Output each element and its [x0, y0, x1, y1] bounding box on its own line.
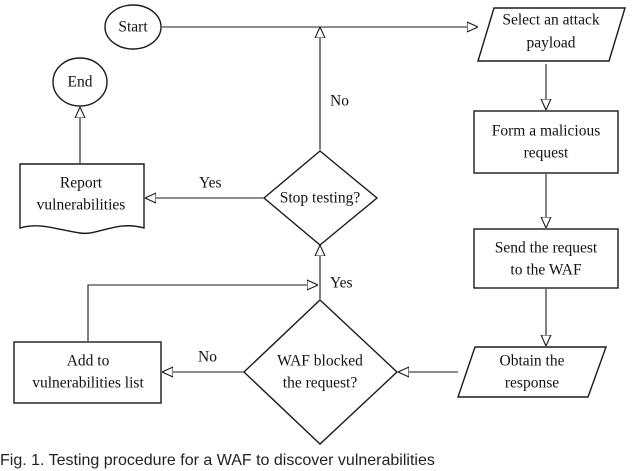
waf-blocked-label-1: WAF blocked	[277, 353, 363, 370]
send-request-node: Send the request to the WAF	[473, 228, 619, 289]
report-label-2: vulnerabilities	[37, 197, 126, 214]
edge-label-stop-yes: Yes	[199, 175, 222, 192]
edge-label-waf-yes: Yes	[330, 275, 353, 292]
form-request-label-2: request	[524, 145, 569, 162]
obtain-response-label-2: response	[505, 375, 559, 392]
send-request-label-1: Send the request	[495, 240, 598, 257]
select-payload-label-1: Select an attack	[502, 12, 600, 29]
form-request-node: Form a malicious request	[473, 110, 619, 174]
end-node: End	[52, 57, 108, 107]
add-to-list-label-1: Add to	[67, 353, 110, 370]
stop-testing-decision: Stop testing?	[262, 150, 379, 246]
start-label: Start	[118, 19, 148, 36]
report-label-1: Report	[60, 175, 103, 192]
waf-blocked-label-2: the request?	[283, 375, 358, 392]
select-payload-node: Select an attack payload	[477, 7, 626, 62]
connectors	[80, 27, 546, 372]
form-request-label-1: Form a malicious	[492, 123, 601, 140]
add-to-list-label-2: vulnerabilities list	[32, 375, 144, 392]
add-to-list-node: Add to vulnerabilities list	[13, 341, 162, 404]
edge-label-stop-no: No	[330, 93, 349, 110]
report-node: Report vulnerabilities	[19, 163, 145, 235]
edge-label-waf-no: No	[198, 349, 217, 366]
select-payload-label-2: payload	[526, 35, 575, 52]
send-request-label-2: to the WAF	[510, 262, 582, 279]
start-node: Start	[104, 4, 162, 50]
obtain-response-label-1: Obtain the	[500, 353, 565, 370]
obtain-response-node: Obtain the response	[457, 346, 607, 398]
waf-blocked-decision: WAF blocked the request?	[242, 299, 399, 445]
stop-testing-label: Stop testing?	[280, 190, 361, 207]
end-label: End	[68, 74, 93, 91]
figure-caption: Fig. 1. Testing procedure for a WAF to d…	[0, 452, 435, 469]
edge-add-to-merge	[87, 285, 318, 341]
